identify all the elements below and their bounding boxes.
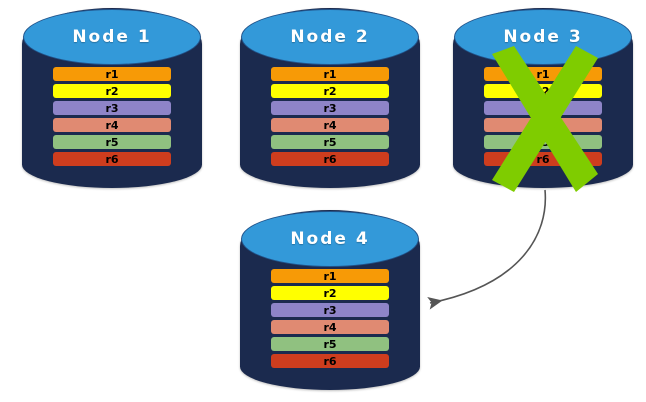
row-r6: r6	[270, 152, 390, 166]
row-r2: r2	[270, 286, 390, 300]
node-1[interactable]: Node 1 r1 r2 r3 r4 r5 r6	[22, 8, 202, 188]
node-4-cylinder-top: Node 4	[241, 211, 419, 267]
node-4-title: Node 4	[290, 229, 370, 249]
row-r3: r3	[52, 101, 172, 115]
node-4-rows: r1 r2 r3 r4 r5 r6	[270, 269, 390, 368]
node-4[interactable]: Node 4 r1 r2 r3 r4 r5 r6	[240, 210, 420, 390]
row-r6: r6	[483, 152, 603, 166]
node-3-title: Node 3	[503, 27, 583, 47]
node-2[interactable]: Node 2 r1 r2 r3 r4 r5 r6	[240, 8, 420, 188]
node-3[interactable]: Node 3 r1 r2 r3 r4 r5 r6	[453, 8, 633, 188]
row-r1: r1	[270, 67, 390, 81]
row-r4: r4	[270, 118, 390, 132]
row-r4: r4	[483, 118, 603, 132]
node-1-title: Node 1	[72, 27, 152, 47]
row-r4: r4	[52, 118, 172, 132]
row-r5: r5	[270, 337, 390, 351]
row-r3: r3	[270, 303, 390, 317]
node-2-title: Node 2	[290, 27, 370, 47]
row-r6: r6	[270, 354, 390, 368]
node-2-cylinder-top: Node 2	[241, 9, 419, 65]
row-r5: r5	[52, 135, 172, 149]
row-r3: r3	[483, 101, 603, 115]
row-r5: r5	[270, 135, 390, 149]
row-r6: r6	[52, 152, 172, 166]
node-3-cylinder-top: Node 3	[454, 9, 632, 65]
node-1-rows: r1 r2 r3 r4 r5 r6	[52, 67, 172, 166]
row-r1: r1	[483, 67, 603, 81]
row-r1: r1	[270, 269, 390, 283]
node-1-cylinder-top: Node 1	[23, 9, 201, 65]
node-2-rows: r1 r2 r3 r4 r5 r6	[270, 67, 390, 166]
row-r1: r1	[52, 67, 172, 81]
row-r2: r2	[52, 84, 172, 98]
row-r3: r3	[270, 101, 390, 115]
node-3-rows: r1 r2 r3 r4 r5 r6	[483, 67, 603, 166]
row-r2: r2	[270, 84, 390, 98]
row-r2: r2	[483, 84, 603, 98]
row-r4: r4	[270, 320, 390, 334]
row-r5: r5	[483, 135, 603, 149]
